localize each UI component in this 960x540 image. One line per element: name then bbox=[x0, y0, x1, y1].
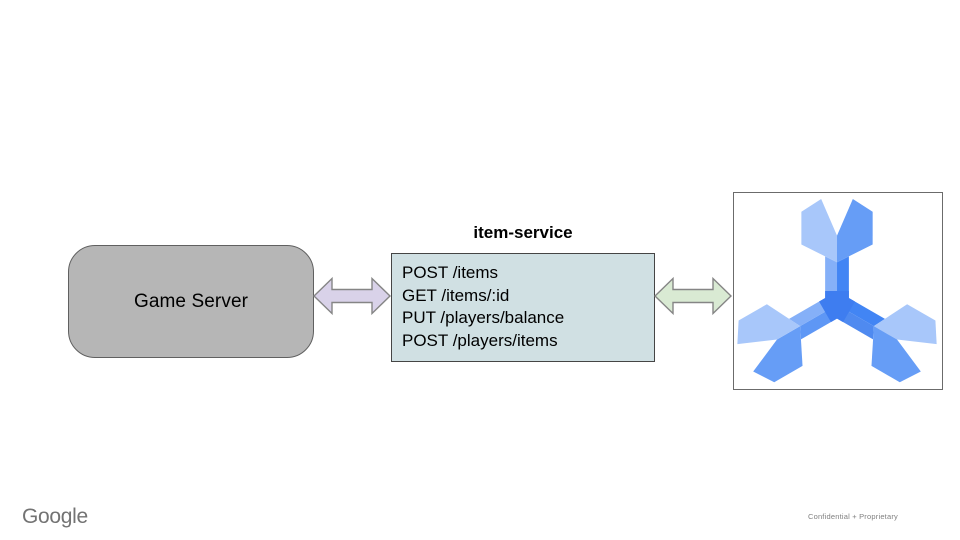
game-server-node: Game Server bbox=[68, 245, 314, 358]
endpoint-post-player-items: POST /players/items bbox=[402, 330, 558, 350]
double-arrow-service-to-spanner bbox=[654, 276, 732, 316]
endpoint-get-item: GET /items/:id bbox=[402, 285, 510, 305]
game-server-label: Game Server bbox=[133, 290, 249, 312]
confidentiality-note: Confidential + Proprietary bbox=[807, 512, 898, 521]
cloud-spanner-icon bbox=[737, 198, 937, 383]
double-arrow-game-to-service bbox=[313, 276, 391, 316]
item-service-title: item-service bbox=[473, 223, 573, 242]
endpoint-put-balance: PUT /players/balance bbox=[402, 308, 565, 327]
double-arrow-shape bbox=[654, 276, 732, 316]
google-logo: Google bbox=[22, 505, 88, 528]
item-service-node: POST /items GET /items/:id PUT /players/… bbox=[391, 253, 655, 362]
double-arrow-shape bbox=[313, 276, 391, 316]
endpoint-post-items: POST /items bbox=[402, 263, 499, 282]
spanner-node bbox=[733, 192, 943, 390]
